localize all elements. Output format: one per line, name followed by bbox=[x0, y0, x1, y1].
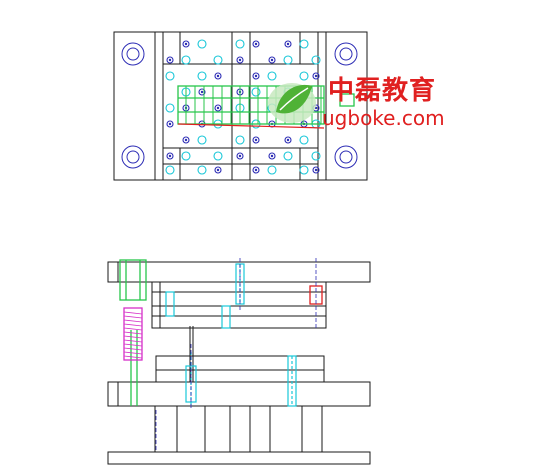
hole-center bbox=[168, 58, 172, 62]
spring-coil bbox=[123, 323, 143, 327]
hole bbox=[299, 39, 309, 49]
hole-center bbox=[270, 154, 274, 158]
hole-pattern bbox=[165, 39, 321, 175]
hole bbox=[166, 152, 174, 160]
hole bbox=[283, 55, 293, 65]
hole bbox=[283, 151, 293, 161]
hole bbox=[267, 165, 277, 175]
spring-coil bbox=[123, 331, 143, 335]
hole bbox=[236, 56, 244, 64]
hole bbox=[267, 71, 277, 81]
spring-coil bbox=[123, 327, 143, 331]
hole bbox=[213, 151, 223, 161]
hole-center bbox=[168, 122, 172, 126]
hole-center bbox=[254, 168, 258, 172]
hole-center bbox=[314, 74, 318, 78]
hole-center bbox=[184, 42, 188, 46]
spring-coil bbox=[123, 339, 143, 343]
hole bbox=[312, 72, 320, 80]
spring-coil bbox=[123, 335, 143, 339]
hole-center bbox=[286, 42, 290, 46]
guide-bushing bbox=[121, 42, 358, 169]
hole bbox=[299, 135, 309, 145]
spring-coil bbox=[123, 355, 143, 359]
hole bbox=[235, 39, 245, 49]
hole-center bbox=[216, 106, 220, 110]
green-marker-small bbox=[339, 93, 355, 107]
hole-center bbox=[254, 74, 258, 78]
hole bbox=[311, 55, 321, 65]
center-lines bbox=[155, 258, 317, 452]
hole-center bbox=[314, 168, 318, 172]
hole bbox=[252, 72, 260, 80]
hole bbox=[182, 136, 190, 144]
hole-center bbox=[216, 168, 220, 172]
hole bbox=[235, 135, 245, 145]
hole bbox=[165, 71, 175, 81]
hole bbox=[197, 71, 207, 81]
hole-center bbox=[200, 90, 204, 94]
hole bbox=[252, 166, 260, 174]
spring-coil bbox=[123, 311, 143, 315]
red-cut-line bbox=[177, 123, 325, 129]
spring-coil bbox=[123, 315, 143, 319]
hole bbox=[214, 72, 222, 80]
spring-coil bbox=[123, 319, 143, 323]
hole bbox=[214, 166, 222, 174]
spring-coil bbox=[123, 351, 143, 355]
hole bbox=[197, 135, 207, 145]
hole bbox=[251, 87, 261, 97]
hole bbox=[214, 104, 222, 112]
hole bbox=[299, 71, 309, 81]
hole-center bbox=[254, 42, 258, 46]
front-section-view bbox=[107, 261, 371, 465]
hole bbox=[197, 39, 207, 49]
green-guide-post bbox=[119, 259, 147, 406]
leaf-logo-icon bbox=[268, 83, 316, 123]
hole bbox=[166, 56, 174, 64]
hole bbox=[165, 103, 175, 113]
hole bbox=[181, 55, 191, 65]
hole bbox=[284, 136, 292, 144]
hole bbox=[165, 165, 175, 175]
hole-center bbox=[238, 58, 242, 62]
hole bbox=[299, 165, 309, 175]
hole bbox=[268, 56, 276, 64]
hole bbox=[312, 166, 320, 174]
hole-center bbox=[168, 154, 172, 158]
cyan-punches bbox=[165, 263, 297, 407]
hole bbox=[252, 40, 260, 48]
hole bbox=[284, 40, 292, 48]
hole bbox=[198, 88, 206, 96]
hole bbox=[268, 152, 276, 160]
hole bbox=[252, 136, 260, 144]
spring-coil bbox=[123, 343, 143, 347]
hole bbox=[182, 40, 190, 48]
hole-center bbox=[216, 74, 220, 78]
top-plan-view bbox=[113, 31, 368, 181]
watermark-site: ugboke.com bbox=[322, 106, 445, 130]
hole-center bbox=[270, 58, 274, 62]
hole-center bbox=[238, 154, 242, 158]
hole bbox=[236, 152, 244, 160]
watermark-brand-cn: 中磊教育 bbox=[328, 76, 437, 106]
spring-coil bbox=[123, 347, 143, 351]
hole bbox=[197, 165, 207, 175]
hole-center bbox=[184, 138, 188, 142]
hole bbox=[166, 120, 174, 128]
hole-center bbox=[254, 138, 258, 142]
spring-coils bbox=[123, 311, 143, 359]
hole bbox=[213, 55, 223, 65]
hole bbox=[311, 151, 321, 161]
hole bbox=[181, 151, 191, 161]
hole-center bbox=[286, 138, 290, 142]
